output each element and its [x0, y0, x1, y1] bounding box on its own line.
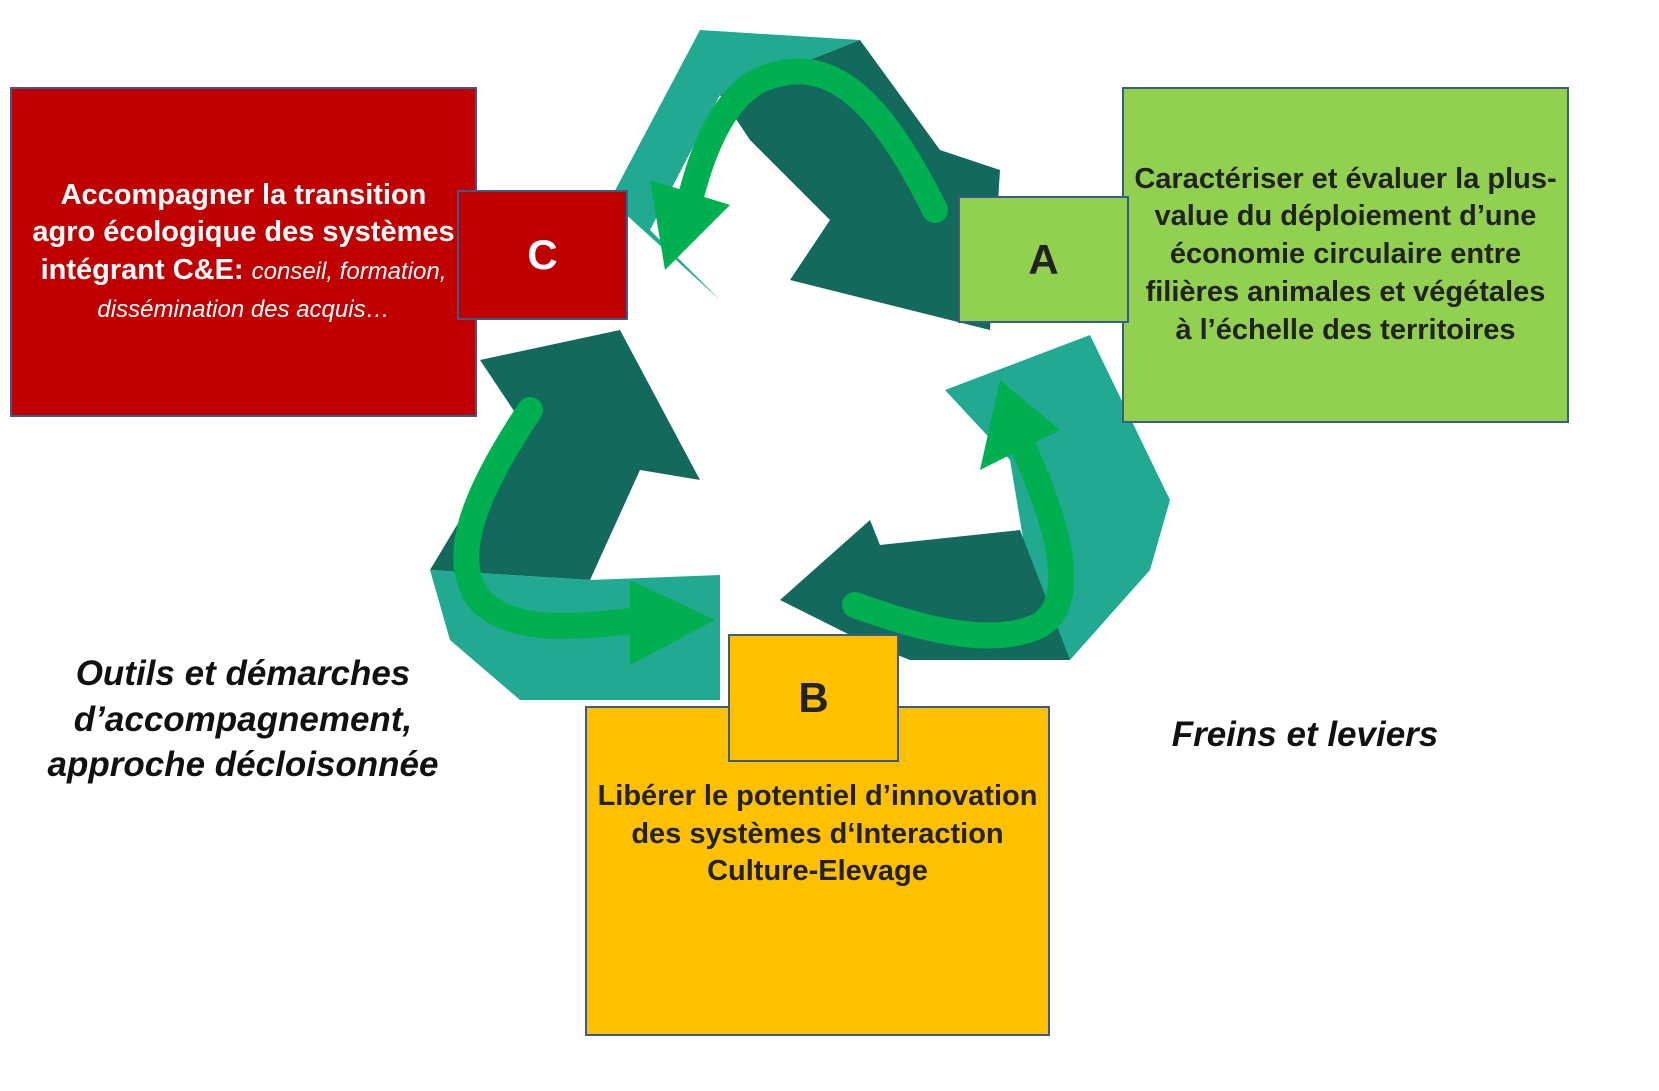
box-a-title: Caractériser et évaluer la plus-value du… [1134, 162, 1557, 346]
left-arrow-dark-segment [430, 330, 700, 580]
top-inner-arrowhead [650, 180, 730, 270]
top-inner-arrow [677, 58, 948, 223]
label-c: C [457, 190, 628, 320]
top-arrow-light-segment [610, 30, 860, 300]
box-a-caracteriser: Caractériser et évaluer la plus-value du… [1122, 87, 1569, 423]
right-inner-arrowhead [980, 380, 1060, 470]
right-inner-arrow [842, 407, 1075, 649]
right-cycle-arrow [780, 335, 1170, 660]
box-c-subtitle: conseil, formation, dissémination des ac… [97, 258, 447, 323]
top-cycle-arrow [610, 30, 1000, 330]
note-freins-leviers: Freins et leviers [1171, 715, 1439, 754]
label-a: A [958, 196, 1129, 323]
label-b: B [728, 634, 899, 762]
box-c-accompagner: Accompagner la transition agro écologiqu… [10, 87, 477, 417]
left-inner-arrow [453, 397, 653, 639]
left-cycle-arrow [430, 330, 720, 700]
top-arrow-dark-segment [720, 40, 1000, 330]
box-c-title: Accompagner la transition agro écologiqu… [32, 178, 455, 286]
box-b-title: Libérer le potentiel d’innovation des sy… [597, 780, 1038, 888]
note-outils-demarches: Outils et démarches d’accompagnement, ap… [47, 654, 439, 784]
left-inner-arrowhead [630, 580, 715, 665]
